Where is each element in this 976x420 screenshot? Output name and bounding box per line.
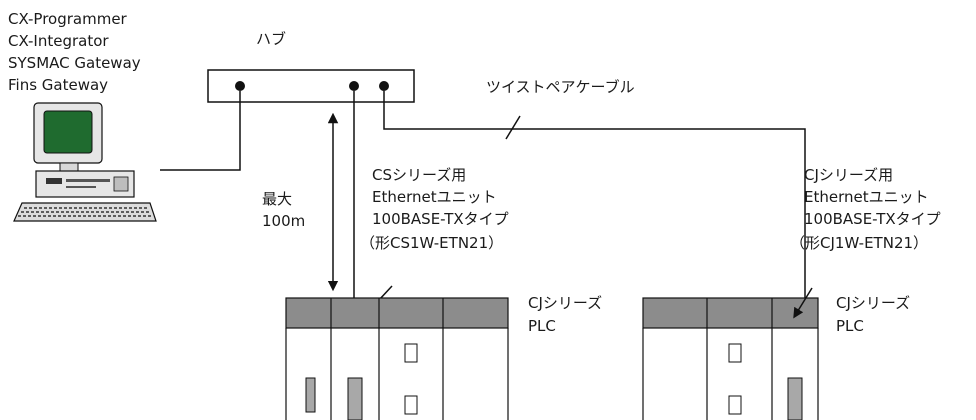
computer-icon (13, 102, 157, 222)
plc-connector (728, 343, 742, 363)
plc-indicator (347, 377, 363, 420)
svg-text:100BASE-TXタイプ: 100BASE-TXタイプ (372, 210, 509, 228)
hub-label: ハブ (256, 30, 286, 48)
plc-indicator (787, 377, 803, 420)
plc-right-label: PLC (836, 317, 864, 335)
cs-unit-label: CSシリーズ用 Ethernetユニット 100BASE-TXタイプ （形CS1… (360, 166, 509, 252)
pc-cable (160, 91, 241, 171)
svg-text:（形CJ1W-ETN21）: （形CJ1W-ETN21） (790, 234, 928, 252)
cable-label: ツイストペアケーブル (486, 78, 635, 96)
cable-label-leader (505, 115, 521, 140)
pc-software-labels: CX-Programmer CX-Integrator SYSMAC Gatew… (8, 10, 141, 94)
svg-text:100BASE-TXタイプ: 100BASE-TXタイプ (804, 210, 941, 228)
plc-rack-left (285, 297, 509, 420)
distance-label: 最大 (262, 190, 292, 208)
plc-connector (404, 395, 418, 415)
svg-text:CSシリーズ用: CSシリーズ用 (372, 166, 466, 184)
cj-unit-label: CJシリーズ用 Ethernetユニット 100BASE-TXタイプ （形CJ1… (790, 166, 941, 252)
plc-connector (404, 343, 418, 363)
hub-port (379, 81, 389, 91)
cables (160, 91, 806, 298)
svg-text:CJシリーズ用: CJシリーズ用 (804, 166, 893, 184)
pc-software-label: Fins Gateway (8, 76, 108, 94)
svg-text:Ethernetユニット: Ethernetユニット (804, 188, 929, 206)
hub-device (207, 69, 415, 103)
plc-left-label: CJシリーズ (528, 294, 602, 312)
pc-software-label: SYSMAC Gateway (8, 54, 141, 72)
plc-rack-right (642, 297, 819, 420)
plc-connector (728, 395, 742, 415)
pc-software-label: CX-Programmer (8, 10, 128, 28)
plc-right-label: CJシリーズ (836, 294, 910, 312)
plc-left-label: PLC (528, 317, 556, 335)
svg-text:Ethernetユニット: Ethernetユニット (372, 188, 497, 206)
hub-port (235, 81, 245, 91)
distance-label: 100m (262, 212, 305, 230)
hub-port (349, 81, 359, 91)
cj-unit-cable (383, 91, 806, 298)
monitor-screen (43, 110, 93, 154)
plc-header (285, 297, 509, 329)
cj-unit-pointer (793, 287, 813, 319)
svg-text:（形CS1W-ETN21）: （形CS1W-ETN21） (360, 234, 503, 252)
plc-indicator (305, 377, 316, 413)
plc-header (642, 297, 819, 329)
pc-software-label: CX-Integrator (8, 32, 109, 50)
